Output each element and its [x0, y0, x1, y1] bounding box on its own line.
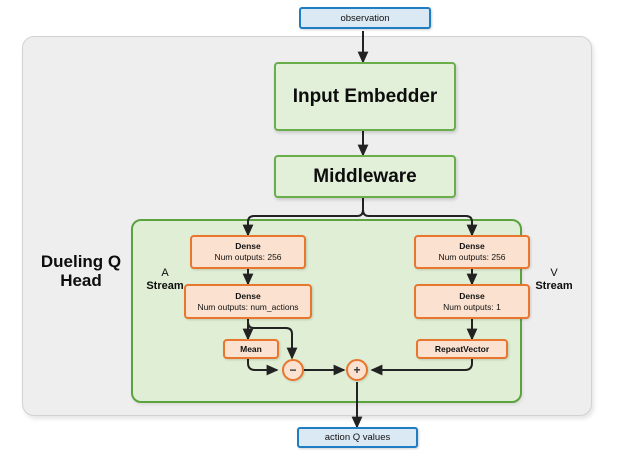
- dueling-q-head-label-line1: Dueling Q: [40, 252, 122, 271]
- v-stream-dense-256-title: Dense: [459, 241, 485, 252]
- middleware-label: Middleware: [313, 165, 417, 187]
- middleware-node: Middleware: [274, 155, 456, 198]
- mean-label: Mean: [240, 344, 262, 354]
- add-operator-node: +: [346, 359, 368, 381]
- a-stream-dense-256-subtitle: Num outputs: 256: [214, 252, 282, 262]
- add-operator-symbol: +: [353, 363, 361, 377]
- v-stream-label-line2: Stream: [535, 280, 573, 293]
- v-stream-dense-256-node: Dense Num outputs: 256: [414, 235, 530, 269]
- v-stream-label: V Stream: [528, 267, 580, 293]
- v-stream-dense-1-title: Dense: [459, 290, 485, 301]
- a-stream-dense-actions-subtitle: Num outputs: num_actions: [197, 301, 299, 312]
- dueling-q-head-label-line2: Head: [60, 271, 102, 291]
- observation-label: observation: [340, 12, 390, 24]
- repeatvector-node: RepeatVector: [416, 339, 508, 359]
- observation-node: observation: [299, 7, 431, 29]
- action-q-values-node: action Q values: [297, 427, 418, 448]
- a-stream-label-line1: A: [161, 267, 169, 279]
- v-stream-label-line1: V: [550, 267, 558, 279]
- a-stream-dense-256-node: Dense Num outputs: 256: [190, 235, 306, 269]
- v-stream-dense-256-subtitle: Num outputs: 256: [438, 252, 506, 262]
- mean-node: Mean: [223, 339, 279, 359]
- dueling-q-head-label: Dueling Q Head: [32, 252, 130, 290]
- input-embedder-label: Input Embedder: [292, 85, 438, 107]
- v-stream-dense-1-node: Dense Num outputs: 1: [414, 284, 530, 319]
- a-stream-dense-actions-title: Dense: [235, 290, 261, 301]
- v-stream-dense-1-subtitle: Num outputs: 1: [443, 301, 501, 312]
- a-stream-dense-256-title: Dense: [235, 241, 261, 252]
- subtract-operator-node: −: [282, 359, 304, 381]
- action-q-values-label: action Q values: [324, 432, 391, 443]
- subtract-operator-symbol: −: [289, 363, 297, 377]
- a-stream-label-line2: Stream: [146, 280, 184, 293]
- a-stream-dense-actions-node: Dense Num outputs: num_actions: [184, 284, 312, 319]
- a-stream-label: A Stream: [139, 267, 191, 293]
- input-embedder-node: Input Embedder: [274, 62, 456, 131]
- repeatvector-label: RepeatVector: [434, 344, 490, 354]
